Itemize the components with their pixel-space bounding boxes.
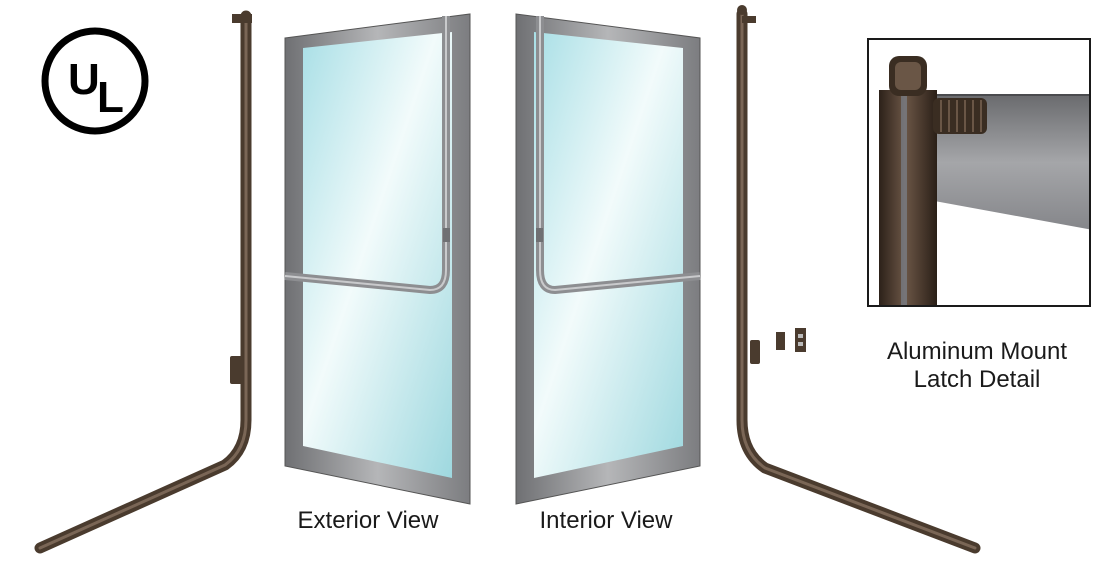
ul-letter-u: U: [68, 55, 100, 104]
left-latch-block: [230, 356, 244, 384]
interior-door: [515, 13, 701, 505]
interior-view-caption: Interior View: [539, 507, 673, 534]
exterior-view-caption: Exterior View: [297, 507, 439, 534]
detail-caption-line1: Aluminum Mount: [886, 338, 1068, 365]
latch-detail-image: [869, 40, 1089, 305]
right-latch-block: [750, 340, 760, 364]
latch-detail-inset: [867, 38, 1091, 307]
keeper-plate-1: [776, 332, 785, 350]
keeper-plate-2: [795, 328, 806, 352]
ul-letter-l: L: [97, 73, 124, 122]
left-panic-bar: [34, 10, 252, 554]
exterior-door: [284, 13, 471, 505]
right-panic-bar: [736, 5, 981, 554]
detail-caption-line2: Latch Detail: [913, 366, 1041, 393]
ul-logo: U L: [41, 27, 149, 135]
